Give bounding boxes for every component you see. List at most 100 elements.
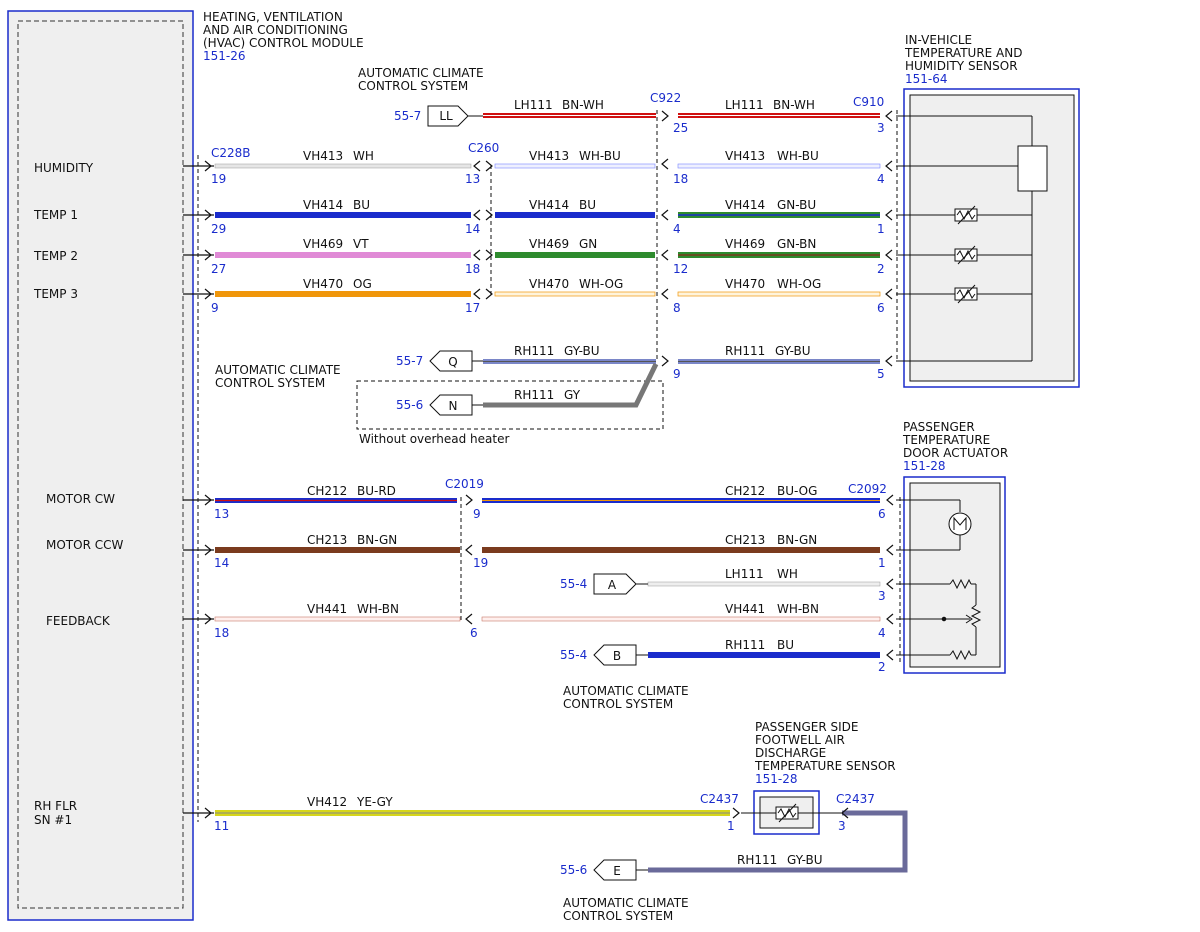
offpage-e-letter: E (613, 864, 621, 878)
ivths-title-line-1: IN-VEHICLE (905, 33, 972, 47)
pin-number: 6 (877, 301, 885, 315)
pin-number: 12 (673, 262, 688, 276)
wire-color: OG (353, 277, 372, 291)
acc-b-line-1: AUTOMATIC CLIMATE (563, 684, 689, 698)
pin-number: 2 (878, 660, 886, 674)
offpage-n: N 55-6 (396, 394, 483, 416)
hvac-control-module: HEATING, VENTILATION AND AIR CONDITIONIN… (7, 10, 364, 921)
pin-label-feedback: FEEDBACK (46, 614, 111, 628)
offpage-b: B 55-4 (560, 644, 648, 666)
wire-circuit: VH469 (529, 237, 569, 251)
wire-ch212 (215, 498, 880, 503)
wire-color: BN-WH (773, 98, 815, 112)
connector-ids: C228B C260 C922 C910 C2019 C2092 C2437 C… (211, 91, 887, 806)
offpage-n-ref: 55-6 (396, 398, 423, 412)
offpage-ll-ref: 55-7 (394, 109, 421, 123)
wire-circuit: VH469 (725, 237, 765, 251)
connector-c2437-b: C2437 (836, 792, 875, 806)
footwell-discharge-temp-sensor: PASSENGER SIDE FOOTWELL AIR DISCHARGE TE… (741, 720, 896, 835)
offpage-q-ref: 55-7 (396, 354, 423, 368)
wire-vh470 (215, 291, 881, 297)
wire-color: BN-WH (562, 98, 604, 112)
connector-c2437-a: C2437 (700, 792, 739, 806)
connector-c910: C910 (853, 95, 884, 109)
pin-number: 13 (214, 507, 229, 521)
system-labels: AUTOMATIC CLIMATE CONTROL SYSTEM AUTOMAT… (215, 66, 689, 923)
wire-circuit: VH414 (303, 198, 343, 212)
pin-number: 4 (673, 222, 681, 236)
wire-circuit: RH111 (514, 388, 554, 402)
wires (214, 113, 908, 873)
offpage-ll: LL 55-7 (394, 105, 483, 127)
wire-circuit: VH413 (529, 149, 569, 163)
offpage-b-ref: 55-4 (560, 648, 587, 662)
acc-top-line-2: CONTROL SYSTEM (358, 79, 468, 93)
wire-circuit: VH470 (725, 277, 765, 291)
wire-color: YE-GY (356, 795, 393, 809)
connector-c260: C260 (468, 141, 499, 155)
wire-color: BU-RD (357, 484, 396, 498)
acc-mid-line-2: CONTROL SYSTEM (215, 376, 325, 390)
pin-number: 25 (673, 121, 688, 135)
wire-circuit: VH414 (725, 198, 765, 212)
hvac-module-dashed-body (17, 20, 184, 909)
actuator-title-line-1: PASSENGER (903, 420, 975, 434)
connector-guides (197, 110, 901, 822)
wire-rh111-gy (483, 359, 880, 408)
pin-number: 1 (877, 222, 885, 236)
wire-circuit: LH111 (725, 567, 764, 581)
wire-color: WH-OG (579, 277, 623, 291)
wire-lh111-wh (647, 581, 881, 587)
pin-number: 5 (877, 367, 885, 381)
wire-vh469 (215, 252, 880, 258)
pin-number: 14 (465, 222, 480, 236)
footwell-title-line-1: PASSENGER SIDE (755, 720, 858, 734)
passenger-temp-door-actuator: PASSENGER TEMPERATURE DOOR ACTUATOR 151-… (896, 420, 1008, 674)
pin-number: 9 (673, 367, 681, 381)
acc-e-line-2: CONTROL SYSTEM (563, 909, 673, 923)
wire-circuit: VH413 (725, 149, 765, 163)
hvac-title-line-1: HEATING, VENTILATION (203, 10, 343, 24)
pin-number: 3 (877, 121, 885, 135)
pin-number: 9 (473, 507, 481, 521)
wire-circuit: VH470 (529, 277, 569, 291)
wire-circuit: RH111 (725, 344, 765, 358)
offpage-n-letter: N (449, 399, 458, 413)
pin-number: 8 (673, 301, 681, 315)
wire-circuit: CH213 (307, 533, 347, 547)
pin-number: 27 (211, 262, 226, 276)
pin-number: 17 (465, 301, 480, 315)
wire-circuit: VH470 (303, 277, 343, 291)
offpage-e: E 55-6 (560, 859, 648, 881)
ivths-ref: 151-64 (905, 72, 948, 86)
wire-circuit: VH469 (303, 237, 343, 251)
pin-number: 9 (211, 301, 219, 315)
wire-vh441 (214, 616, 881, 622)
acc-e-line-1: AUTOMATIC CLIMATE (563, 896, 689, 910)
pin-label-motor-ccw: MOTOR CCW (46, 538, 123, 552)
wire-color: BU (353, 198, 370, 212)
connector-c2019: C2019 (445, 477, 484, 491)
pin-label-humidity: HUMIDITY (34, 161, 94, 175)
pin-label-rh-flr: RH FLR (34, 799, 77, 813)
footwell-title-line-3: DISCHARGE (755, 746, 826, 760)
wire-color: WH-BN (357, 602, 399, 616)
actuator-title-line-2: TEMPERATURE (902, 433, 990, 447)
pin-number: 11 (214, 819, 229, 833)
wire-circuit: RH111 (514, 344, 554, 358)
acc-mid-line-1: AUTOMATIC CLIMATE (215, 363, 341, 377)
offpage-e-ref: 55-6 (560, 863, 587, 877)
wire-vh412 (215, 810, 730, 816)
pin-number: 4 (877, 172, 885, 186)
offpage-a: A 55-4 (560, 573, 648, 595)
pin-number: 1 (878, 556, 886, 570)
footwell-ref: 151-28 (755, 772, 798, 786)
wire-color: WH-BU (579, 149, 621, 163)
connector-c228b: C228B (211, 146, 251, 160)
wire-color: WH-BN (777, 602, 819, 616)
offpage-q-letter: Q (448, 355, 457, 369)
wire-circuit: VH441 (725, 602, 765, 616)
offpage-connectors: LL 55-7 Q 55-7 N 55-6 A 55-4 B 55-4 (394, 105, 648, 881)
wire-color: GY-BU (787, 853, 823, 867)
